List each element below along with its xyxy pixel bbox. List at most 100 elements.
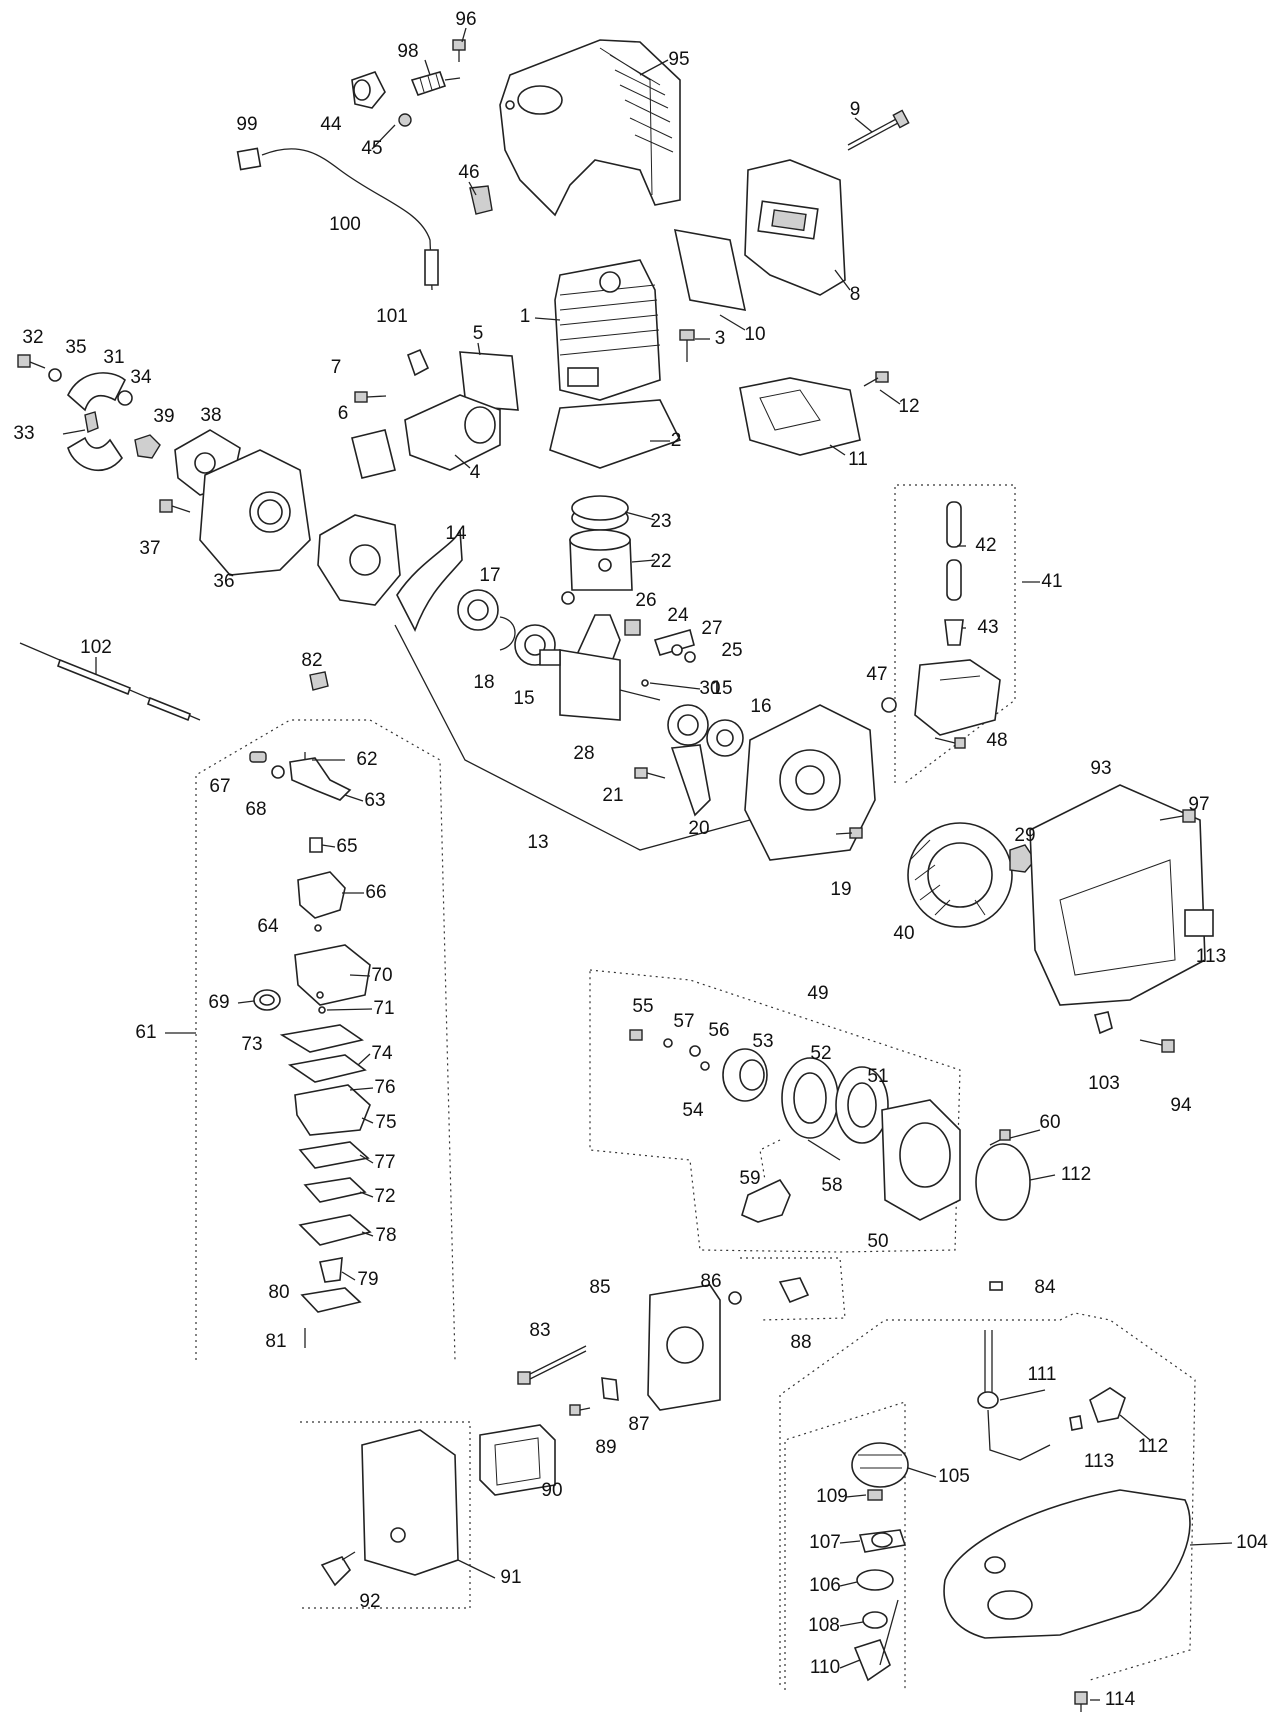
flywheel-40: [907, 822, 1013, 928]
callout-28: 28: [573, 743, 594, 764]
grommet-47: [881, 697, 897, 713]
o-ring-112: [975, 1143, 1031, 1221]
callout-81: 81: [265, 1331, 286, 1352]
callout-94: 94: [1170, 1095, 1192, 1116]
fuel-tube-111: [977, 1330, 1051, 1461]
air-filter-group-boundary: [300, 1421, 471, 1609]
callout-9: 9: [850, 99, 861, 120]
insulator-gasket-5: [459, 351, 519, 411]
crankcase-right-13: [744, 704, 876, 861]
bolt-32: [17, 354, 46, 369]
callout-73: 73: [241, 1034, 262, 1055]
callout-34: 34: [130, 367, 152, 388]
screw-48: [934, 737, 966, 749]
oil-seal-16: [706, 719, 744, 757]
fuel-pickup-group-boundary: [894, 484, 1016, 784]
callout-96: 96: [455, 9, 476, 30]
piston-22: [569, 529, 633, 591]
callout-10: 10: [744, 324, 765, 345]
callout-78: 78: [375, 1225, 396, 1246]
washer-108: [862, 1611, 888, 1629]
gasket-106: [856, 1569, 894, 1591]
washer-35: [48, 368, 62, 382]
callout-113: 113: [1084, 1451, 1114, 1472]
screw-12: [863, 371, 889, 387]
callout-74: 74: [371, 1043, 393, 1064]
callout-5: 5: [473, 323, 484, 344]
callout-18: 18: [473, 672, 494, 693]
clip-99: [236, 147, 262, 171]
cylinder-1: [554, 259, 661, 401]
callout-79: 79: [357, 1269, 378, 1290]
screw-7: [354, 391, 387, 403]
piston-pin-24: [653, 629, 695, 656]
piston-rings-23: [571, 495, 629, 531]
callout-69: 69: [208, 992, 229, 1013]
callout-36: 36: [213, 571, 234, 592]
diaphragm-73: [279, 1024, 364, 1053]
callout-50: 50: [867, 1231, 888, 1252]
callout-111: 111: [1028, 1364, 1057, 1385]
callout-19: 19: [830, 879, 851, 900]
bolt-94: [1139, 1039, 1175, 1053]
clip-27: [671, 644, 683, 656]
muffler-8: [744, 159, 846, 296]
knob-92: [320, 1551, 356, 1587]
callout-6: 6: [338, 403, 349, 424]
screw-97: [1159, 809, 1196, 823]
plate-87: [601, 1377, 619, 1401]
needle-bearing-26: [624, 619, 641, 636]
grommet-86: [728, 1291, 742, 1305]
carburetor-group-boundary: [195, 719, 456, 1361]
clutch-shoe-31: [67, 372, 127, 412]
callout-15: 15: [711, 678, 732, 699]
leader-lines: [62, 27, 1233, 1701]
callout-32: 32: [22, 327, 43, 348]
fan-cover-93: [1029, 784, 1206, 1006]
callout-7: 7: [331, 357, 342, 378]
screw-96: [452, 39, 466, 62]
callout-56: 56: [708, 1020, 729, 1041]
callout-87: 87: [628, 1414, 649, 1435]
callout-38: 38: [200, 405, 221, 426]
callout-1: 1: [520, 306, 531, 327]
cylinder-gasket-2: [549, 399, 682, 469]
carburetor-body: [294, 944, 371, 1006]
callout-12: 12: [898, 396, 919, 417]
callout-11: 11: [848, 449, 868, 470]
callout-92: 92: [359, 1591, 380, 1612]
callout-52: 52: [810, 1043, 831, 1064]
callout-53: 53: [752, 1031, 773, 1052]
crankcase-leader-13: [394, 624, 751, 851]
circlip-18: [499, 616, 516, 651]
callout-37: 37: [139, 538, 160, 559]
callout-35: 35: [65, 337, 86, 358]
callout-62: 62: [356, 749, 377, 770]
callout-89: 89: [595, 1437, 616, 1458]
spring-33: [84, 411, 99, 433]
callout-2: 2: [671, 430, 682, 451]
callout-68: 68: [245, 799, 266, 820]
filter-112-tank: [1089, 1387, 1126, 1423]
callout-76: 76: [374, 1077, 395, 1098]
callout-112: 112: [1138, 1436, 1168, 1457]
callout-16: 16: [750, 696, 771, 717]
bearing-17: [457, 589, 499, 631]
clip-113: [1069, 1415, 1083, 1431]
callout-72: 72: [374, 1186, 395, 1207]
callout-66: 66: [365, 882, 386, 903]
callout-109: 109: [816, 1486, 848, 1507]
bolt-9: [847, 109, 910, 151]
callout-60: 60: [1039, 1112, 1060, 1133]
fuel-hose-42b: [946, 559, 962, 601]
callout-97: 97: [1188, 794, 1209, 815]
callout-112: 112: [1061, 1164, 1091, 1185]
screw-65: [309, 837, 323, 853]
callout-43: 43: [977, 617, 998, 638]
callout-24: 24: [667, 605, 689, 626]
callout-51: 51: [867, 1066, 888, 1087]
callout-90: 90: [541, 1480, 562, 1501]
air-cleaner-base-85: [647, 1284, 721, 1411]
callout-45: 45: [361, 138, 382, 159]
callout-23: 23: [650, 511, 671, 532]
